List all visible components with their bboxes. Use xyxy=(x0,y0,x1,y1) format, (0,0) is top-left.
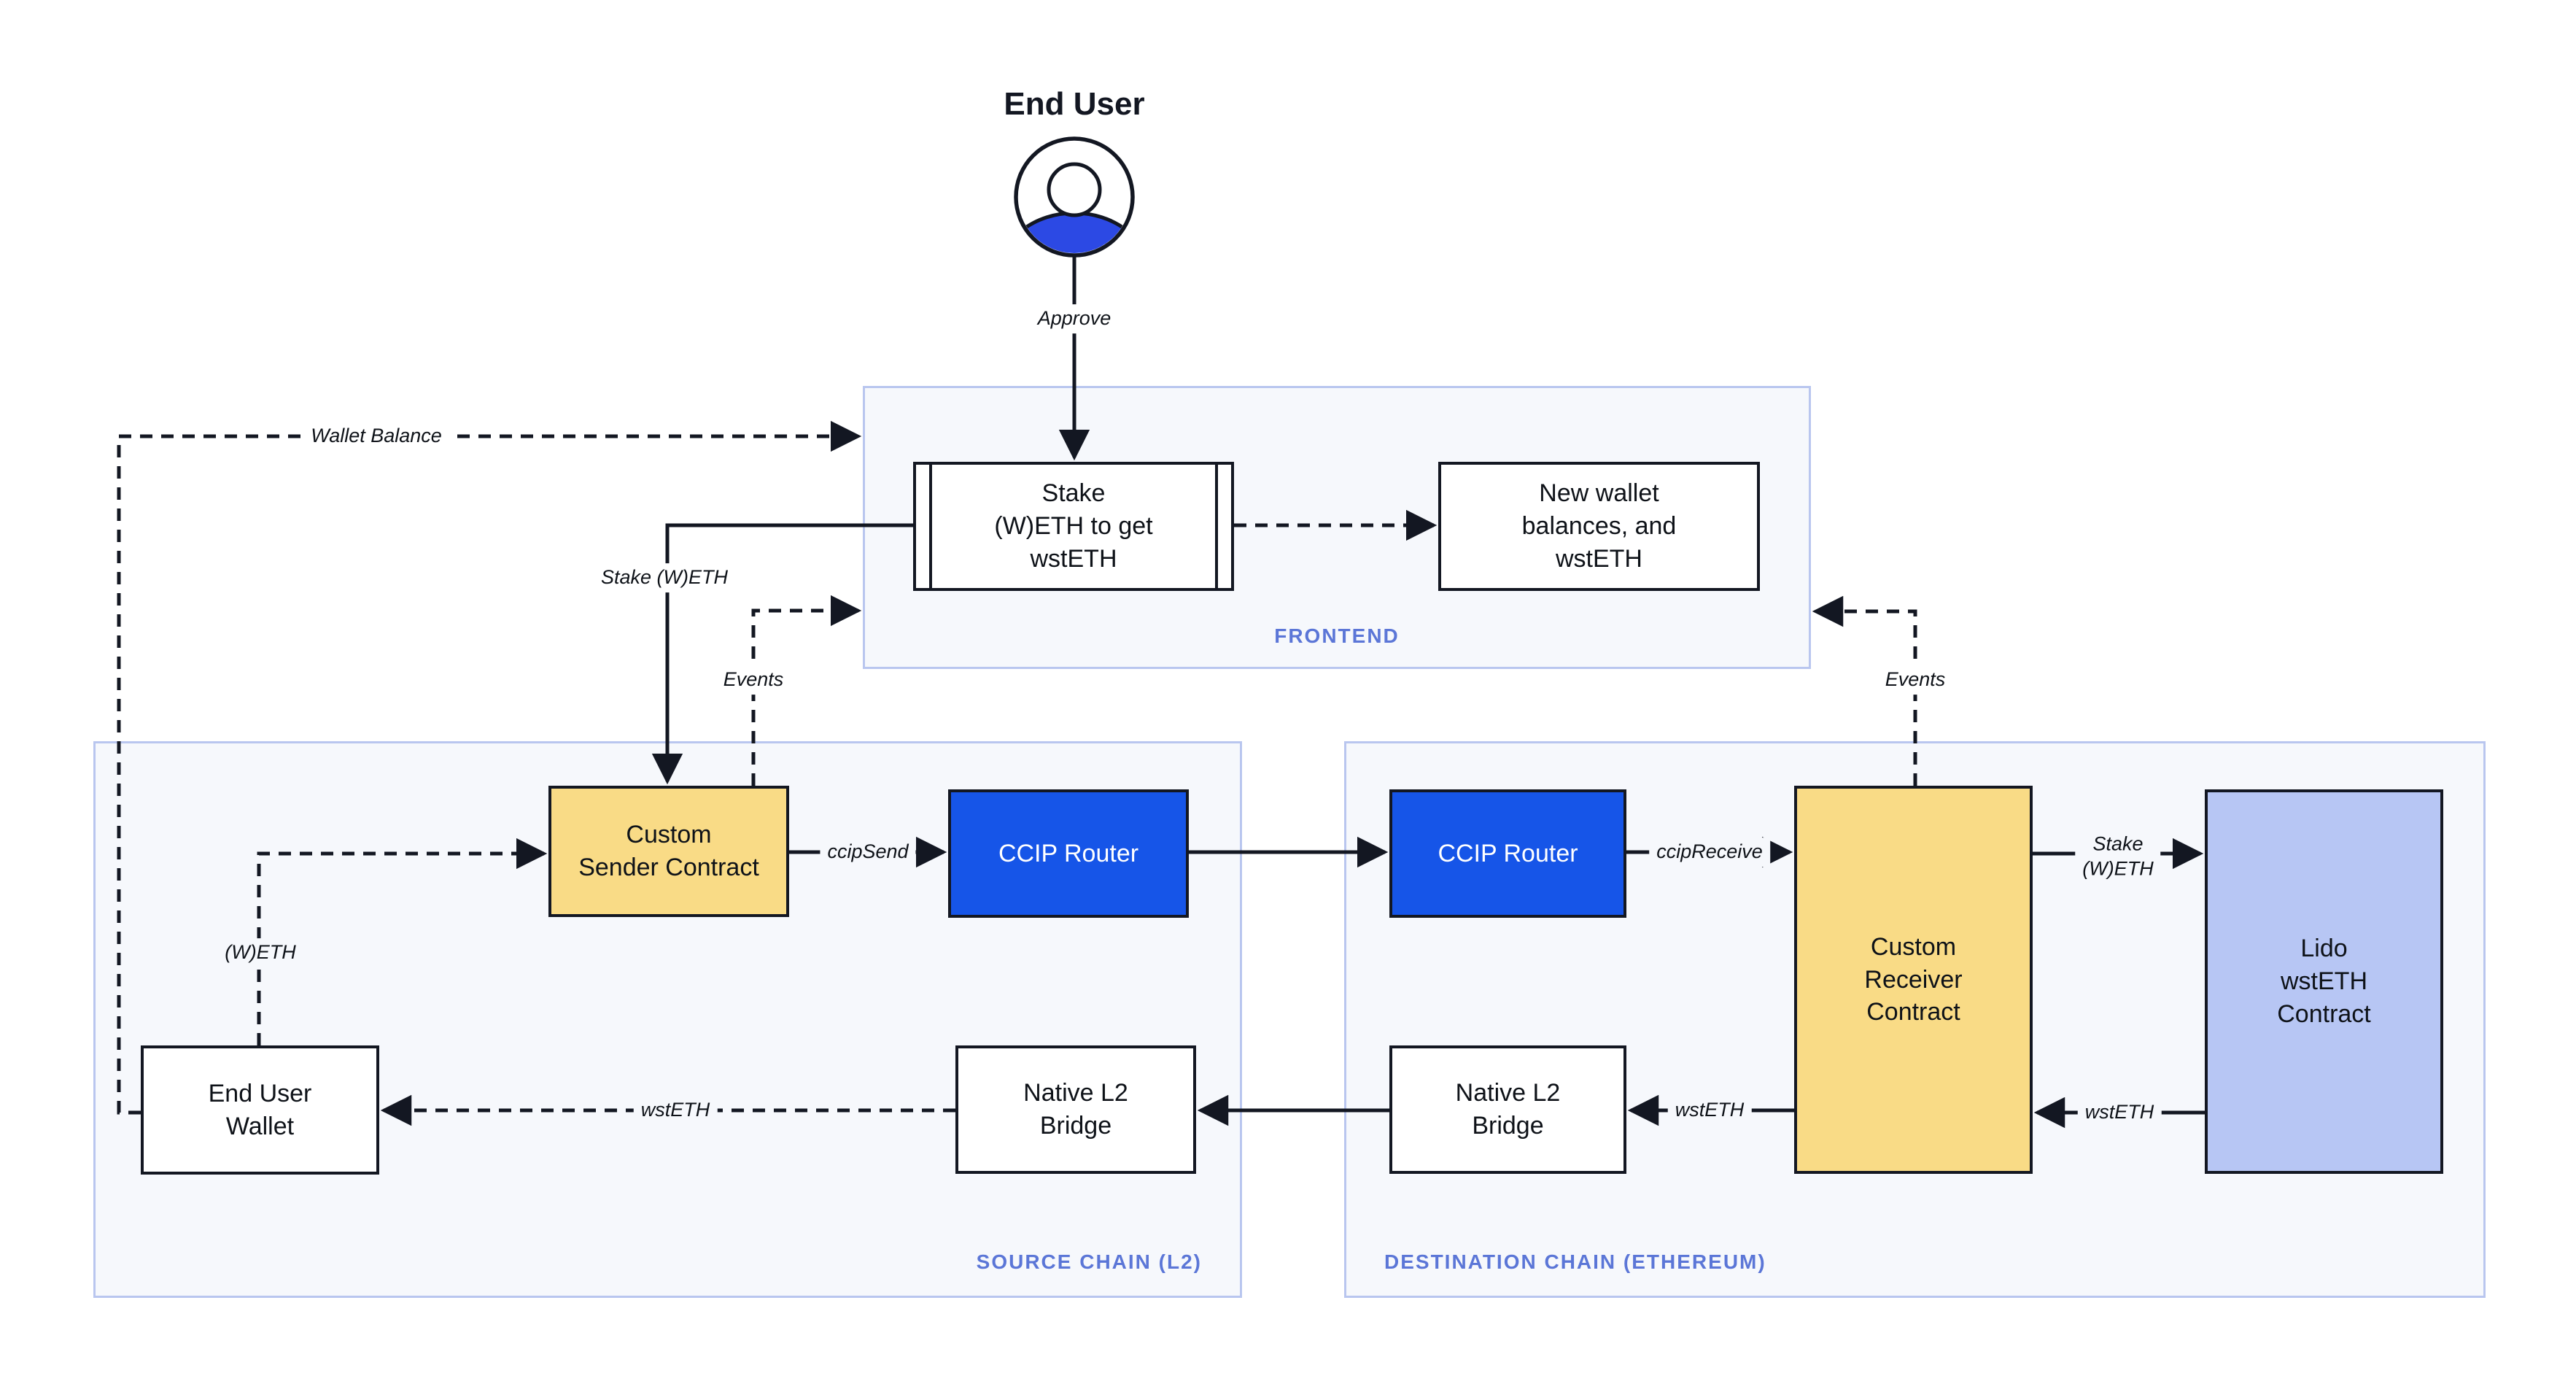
edge-stake-weth xyxy=(651,523,913,785)
label-wsteth-from-lido: wstETH xyxy=(2077,1098,2162,1127)
node-ccip-router-source: CCIP Router xyxy=(948,789,1189,918)
frontend-label: FRONTEND xyxy=(1274,624,1400,647)
node-ccip-router-dest: CCIP Router xyxy=(1389,789,1626,918)
label-ccipsend: ccipSend xyxy=(820,838,916,867)
node-lido-wsteth-contract: Lido wstETH Contract xyxy=(2205,789,2443,1174)
destination-chain-label: DESTINATION CHAIN (ETHEREUM) xyxy=(1384,1250,1766,1273)
edge-events-dest xyxy=(1812,595,1917,786)
label-stake-weth: Stake (W)ETH xyxy=(593,563,736,592)
node-end-user-wallet: End User Wallet xyxy=(141,1045,379,1175)
label-stake-weth-dest: Stake (W)ETH xyxy=(2075,829,2161,883)
node-native-l2-bridge-dest: Native L2 Bridge xyxy=(1389,1045,1626,1174)
label-wallet-balance: Wallet Balance xyxy=(303,422,449,451)
node-new-wallet-balances: New wallet balances, and wstETH xyxy=(1438,462,1760,591)
edge-weth xyxy=(257,838,548,1045)
label-wsteth-to-bridge: wstETH xyxy=(1667,1096,1752,1125)
label-weth: (W)ETH xyxy=(217,938,303,967)
edge-events-source xyxy=(751,595,862,786)
node-native-l2-bridge-source: Native L2 Bridge xyxy=(955,1045,1196,1174)
label-approve: Approve xyxy=(1030,304,1119,333)
node-custom-receiver-contract: Custom Receiver Contract xyxy=(1794,786,2033,1174)
edge-wallet-balance xyxy=(117,420,862,1115)
source-chain-label: SOURCE CHAIN (L2) xyxy=(976,1250,1202,1273)
end-user-title: End User xyxy=(1004,86,1145,122)
label-ccipreceive: ccipReceive xyxy=(1649,838,1770,867)
label-events-dest: Events xyxy=(1877,665,1953,695)
node-custom-sender-contract: Custom Sender Contract xyxy=(548,786,789,917)
label-events-source: Events xyxy=(715,665,791,695)
node-stake-weth-box: Stake (W)ETH to get wstETH xyxy=(913,462,1234,591)
label-wsteth-to-wallet: wstETH xyxy=(633,1096,718,1125)
